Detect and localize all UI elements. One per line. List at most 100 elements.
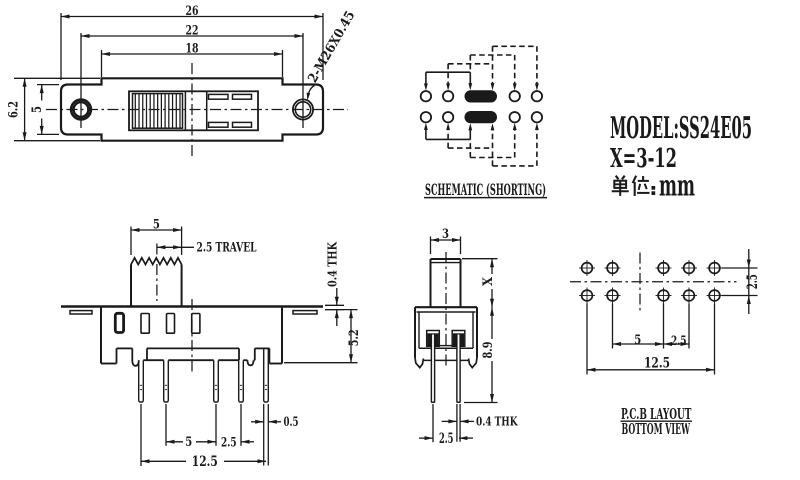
thread-note-label: 2-M26X0.45 [305, 9, 358, 86]
dim-5-label: 5 [30, 106, 45, 113]
terminal-circle [419, 90, 432, 103]
dim-row-spacing-label: 2.5 [439, 431, 454, 447]
arrowhead [490, 298, 494, 308]
arrowhead [255, 419, 264, 424]
cjk-stroke [621, 175, 626, 180]
unit-label-cjk [611, 175, 656, 196]
arrowhead [39, 125, 44, 135]
arrowhead [424, 83, 428, 91]
knob-serration [130, 256, 183, 267]
terminal-circle [441, 90, 455, 103]
pcb-dim-row-spacing-label: 2.5 [745, 274, 761, 289]
dim-body-height-label: 5.2 [347, 329, 362, 346]
model-label: MODEL:SS24E05 [610, 111, 752, 146]
dim-travel-label: 2.5 TRAVEL [197, 241, 257, 256]
terminal-circle [508, 90, 521, 103]
shorting-bar [464, 90, 497, 103]
arrowhead [746, 259, 751, 268]
title-block: MODEL:SS24E05 X=3-12 mm [610, 111, 752, 202]
terminal-circle [419, 111, 432, 124]
arrowhead [535, 122, 539, 130]
arrowhead [490, 83, 495, 91]
contact-window-filled [113, 311, 126, 334]
dim-knob-width-label: 5 [153, 217, 160, 232]
shorting-bar [464, 111, 497, 124]
arrowhead [490, 258, 494, 268]
arrowhead [268, 419, 277, 424]
arrowhead [458, 436, 468, 441]
arrowhead [424, 436, 433, 441]
contact-bar [231, 121, 253, 128]
colon-dot [651, 191, 656, 195]
pin [138, 360, 144, 403]
contact-bar [231, 93, 253, 100]
arrowhead [156, 245, 166, 250]
arrowhead [446, 122, 450, 130]
plate-ear [292, 309, 318, 315]
arrowhead [655, 342, 664, 346]
x-spec-label: X=3-12 [610, 144, 677, 174]
unit-value-label: mm [659, 169, 695, 203]
pin [456, 334, 461, 403]
terminal-circle [530, 90, 544, 103]
arrowhead [746, 295, 751, 304]
plate-ear [69, 309, 93, 315]
pcb-dim-span-label: 12.5 [644, 356, 670, 372]
dim-pin-pitch-label: 2.5 [221, 435, 237, 450]
slot-outline [128, 90, 259, 132]
cover-foot [467, 357, 478, 369]
dim-pin-span-label: 12.5 [192, 454, 218, 470]
front-view: 5 2.5 TRAVEL 0.4 THK 5.2 0.5 5 2.5 12.5 [61, 217, 362, 470]
schematic: SCHEMATIC (SHORTING) [419, 45, 547, 199]
cjk-stroke [631, 175, 638, 184]
arrowhead [314, 14, 323, 19]
arrowhead [334, 296, 339, 306]
schematic-caption: SCHEMATIC (SHORTING) [425, 180, 546, 199]
arrowhead [334, 309, 339, 319]
arrowhead [257, 459, 266, 464]
pin [430, 334, 436, 403]
contact-bar [207, 93, 229, 100]
arrowhead [680, 342, 689, 346]
arrowhead [612, 342, 621, 346]
pcb-layout: 2.5 5 2.5 12.5 P.C.B LAYOUT BOTTOM VIEW [570, 249, 761, 438]
cjk-stroke [643, 183, 648, 190]
arrowhead [446, 83, 450, 91]
dim-6-2-label: 6.2 [7, 101, 22, 118]
arrowhead [424, 122, 428, 130]
pin [163, 360, 169, 403]
pcb-caption-line2: BOTTOM VIEW [622, 421, 691, 438]
pin [263, 348, 269, 403]
arrowhead [39, 84, 44, 94]
arrowhead [141, 459, 150, 464]
pin [238, 360, 244, 403]
contact-bar [207, 121, 229, 128]
top-view-body-outline [59, 77, 325, 142]
dim-pin-thk-label: 0.4 THK [476, 415, 518, 429]
dim-x-label: X [481, 276, 496, 286]
arrowhead [706, 367, 715, 372]
top-view: 26 22 18 6.2 5 2-M26X0.45 [7, 4, 358, 157]
dim-plate-thk-label: 0.4 THK [325, 241, 340, 287]
arrowhead [349, 354, 353, 363]
arrowhead [22, 132, 27, 141]
arrowhead [101, 52, 110, 56]
cover-foot [414, 357, 425, 369]
pcb-caption-line1: P.C.B LAYOUT [621, 406, 692, 423]
cjk-stroke [614, 175, 620, 180]
arrowhead [663, 342, 672, 346]
arrowhead [274, 52, 283, 56]
arrowhead [61, 14, 70, 19]
arrowhead [430, 238, 439, 242]
pcb-dim-5-label: 5 [634, 333, 641, 348]
arrowhead [131, 228, 140, 232]
arrowhead [349, 309, 353, 319]
terminal-circle [441, 111, 455, 124]
dim-knob-depth-label: 3 [442, 227, 449, 242]
arrowhead [22, 78, 27, 87]
arrowhead [512, 122, 517, 130]
side-view: 3 X 8.9 0.4 THK 2.5 [414, 227, 518, 447]
dim-18-label: 18 [186, 42, 199, 57]
